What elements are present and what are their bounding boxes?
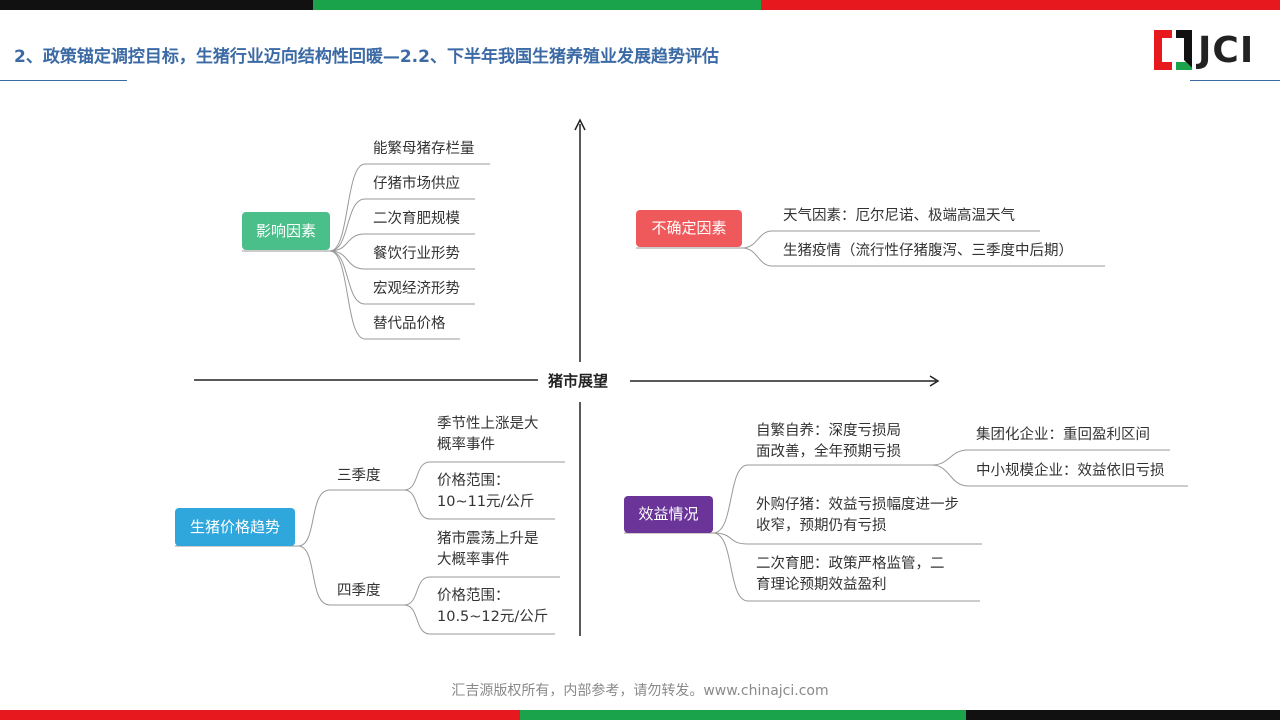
bottom-color-bar xyxy=(0,710,1280,720)
influence-factors-node: 影响因素 xyxy=(242,212,330,250)
benefit-secondary-fattening-item: 二次育肥：政策严格监管，二育理论预期效益盈利 xyxy=(756,556,945,593)
q4-price-range-item: 价格范围：10.5~12元/公斤 xyxy=(437,588,549,625)
influence-item-1: 能繁母猪存栏量 xyxy=(373,141,475,157)
influence-item-5: 宏观经济形势 xyxy=(373,281,460,297)
q3-price-range-item: 价格范围：10~11元/公斤 xyxy=(437,473,535,510)
logo-text: JCI xyxy=(1198,30,1255,71)
influence-item-2: 仔猪市场供应 xyxy=(373,176,460,192)
uncertain-item-epidemic: 生猪疫情（流行性仔猪腹泻、三季度中后期） xyxy=(783,243,1073,259)
title-underline-left xyxy=(0,80,127,81)
influence-item-3: 二次育肥规模 xyxy=(373,211,460,227)
uncertain-item-weather: 天气因素：厄尔尼诺、极端高温天气 xyxy=(783,208,1015,224)
footer-copyright: 汇吉源版权所有，内部参考，请勿转发。www.chinajci.com xyxy=(451,683,829,699)
price-trend-node: 生猪价格趋势 xyxy=(175,508,295,546)
q4-trend-item: 猪市震荡上升是大概率事件 xyxy=(437,531,539,568)
benefit-group-enterprise-item: 集团化企业：重回盈利区间 xyxy=(976,427,1150,443)
benefit-self-breeding-item: 自繁自养：深度亏损局面改善，全年预期亏损 xyxy=(756,423,901,460)
top-color-bar xyxy=(0,0,1280,10)
uncertain-factors-node: 不确定因素 xyxy=(636,210,742,247)
influence-item-6: 替代品价格 xyxy=(373,316,446,332)
jci-logo-icon xyxy=(1154,30,1192,70)
center-topic: 猪市展望 xyxy=(540,370,617,391)
benefit-purchased-piglet-item: 外购仔猪：效益亏损幅度进一步收窄，预期仍有亏损 xyxy=(756,497,959,534)
q3-label: 三季度 xyxy=(337,468,381,484)
q3-trend-item: 季节性上涨是大概率事件 xyxy=(437,416,539,453)
benefit-small-enterprise-item: 中小规模企业：效益依旧亏损 xyxy=(976,463,1165,479)
title-underline-right xyxy=(1190,80,1280,81)
influence-item-4: 餐饮行业形势 xyxy=(373,246,460,262)
q4-label: 四季度 xyxy=(337,583,381,599)
benefit-node: 效益情况 xyxy=(624,496,713,533)
page-title: 2、政策锚定调控目标，生猪行业迈向结构性回暖—2.2、下半年我国生猪养殖业发展趋… xyxy=(14,47,719,67)
